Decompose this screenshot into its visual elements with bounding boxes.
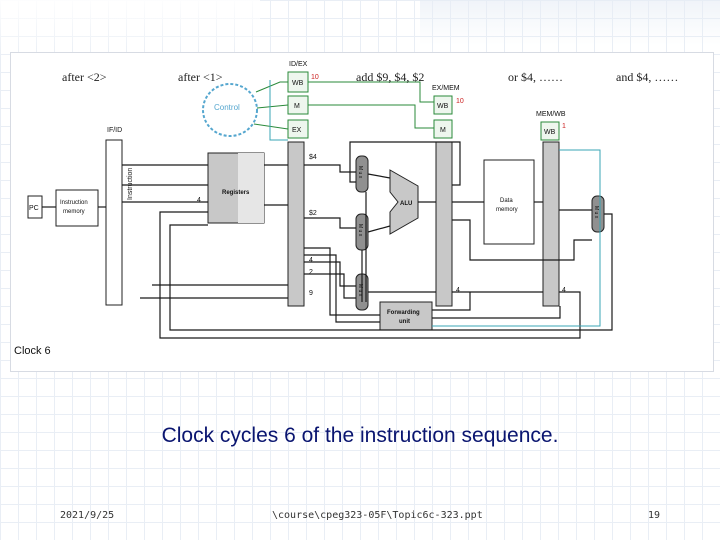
id-ex-wb-value: 10 [311, 74, 319, 81]
id-ex-register [287, 141, 305, 307]
instruction-label-and: and $4, …… [616, 70, 679, 84]
id-ex-ex-label: EX [292, 127, 302, 134]
footer-page-number: 19 [648, 510, 661, 521]
mux-a-label: M u x [357, 166, 363, 179]
wb-to-ex-mem-wire [308, 81, 434, 103]
slide-caption: Clock cycles 6 of the instruction sequen… [161, 424, 559, 447]
instruction-memory [55, 189, 99, 227]
mem-wb-label: MEM/WB [536, 111, 566, 118]
instruction-memory-label-1: Instruction [60, 200, 88, 206]
data-memory [483, 159, 535, 245]
alu-block [389, 169, 419, 235]
if-id-register [105, 139, 123, 306]
data-memory-label-2: memory [496, 207, 518, 213]
reg-c-value: 9 [309, 290, 313, 297]
background-fade-right [420, 0, 720, 45]
m-to-ex-mem-wire [308, 104, 434, 129]
reg-b-value: 2 [309, 269, 313, 276]
ex-mem-label: EX/MEM [432, 85, 460, 92]
if-id-label: IF/ID [107, 127, 122, 134]
ex-mem-m-box [433, 119, 453, 139]
id-ex-m-label: M [294, 103, 300, 110]
instruction-label-after-1: after <1> [178, 70, 223, 84]
pc-label: PC [29, 205, 39, 212]
alu-label: ALU [400, 201, 412, 207]
control-unit-oval [202, 83, 258, 137]
register-file-right-band [238, 153, 264, 223]
forwarding-unit-label-2: unit [399, 319, 410, 325]
mem-wb-value: 1 [562, 123, 566, 130]
id-ex-wb-label: WB [292, 80, 304, 87]
rt-value: $2 [309, 210, 317, 217]
rs-value: $4 [309, 154, 317, 161]
mem-wb-register [542, 141, 560, 307]
ex-mem-m-label: M [440, 127, 446, 134]
registers-label: Registers [222, 190, 250, 196]
instruction-label-add: add $9, $4, $2 [356, 70, 425, 84]
forwarding-highlight-wires [269, 80, 601, 327]
ex-mem-wb-value: 10 [456, 98, 464, 105]
mem-wb-wb-box [540, 121, 560, 141]
reg-a-value: 4 [309, 257, 313, 264]
rf-write-reg-value: 4 [197, 197, 201, 204]
ex-mem-rd-value: 4 [456, 287, 460, 294]
instruction-label-or: or $4, …… [508, 70, 563, 84]
ex-mem-wb-label: WB [437, 103, 449, 110]
background-fade-left [0, 0, 260, 60]
forwarding-unit-label-1: Forwarding [387, 310, 420, 316]
data-memory-label-1: Data [500, 198, 513, 204]
control-wire-ex [253, 123, 289, 130]
instruction-label-after-2: after <2> [62, 70, 107, 84]
clock-label: Clock 6 [14, 345, 51, 357]
instruction-memory-label-2: memory [63, 209, 85, 215]
footer-path: \course\cpeg323-05F\Topic6c-323.ppt [272, 510, 483, 521]
mem-wb-rd-value: 4 [562, 287, 566, 294]
control-label: Control [214, 103, 240, 112]
datapath-wires [122, 141, 613, 339]
forwarding-unit [379, 301, 433, 331]
mux-c-label: M u x [357, 284, 363, 297]
mux-wb-label: M u x [593, 206, 599, 219]
mux-b-label: M u x [357, 224, 363, 237]
id-ex-label: ID/EX [289, 61, 308, 68]
instruction-bus-label: Instruction [127, 168, 134, 200]
mem-wb-wb-label: WB [544, 129, 556, 136]
footer-date: 2021/9/25 [60, 510, 115, 521]
control-wire-m [256, 104, 289, 109]
ex-mem-register [435, 141, 453, 307]
control-wire-wb [255, 81, 288, 93]
ex-mem-wb-box [433, 95, 453, 115]
